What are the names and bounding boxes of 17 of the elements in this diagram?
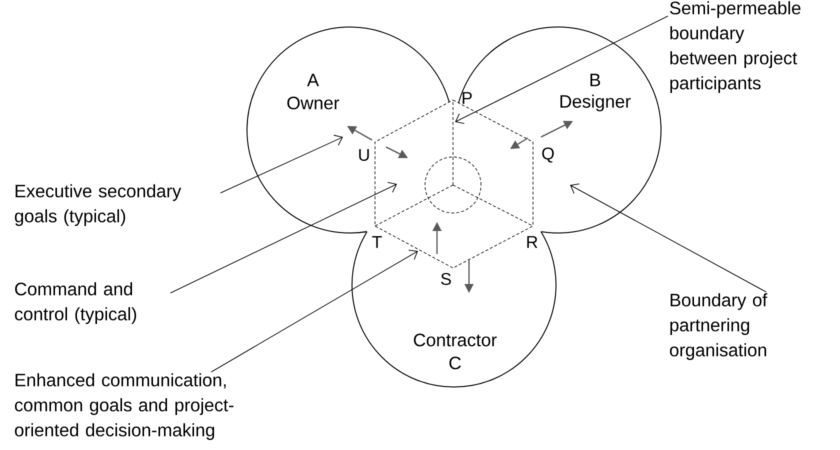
annotation-text: Boundary of partnering organisation (670, 293, 768, 360)
vertex-label: R (527, 236, 538, 248)
leader-line (220, 134, 343, 194)
dashed-circle (424, 156, 482, 214)
annotation-text: Executive secondary goals (typical) (14, 184, 182, 226)
leader-line (455, 16, 668, 124)
leader-line (170, 182, 397, 294)
annotation-text: Enhanced communication, common goals and project-oriented decision-making (14, 373, 234, 440)
annotation-text: Semi-permeable boundary between project participants (670, 1, 800, 93)
vertex-label: Q (542, 147, 554, 163)
vertex-label: S (441, 272, 451, 286)
leader-line (210, 250, 418, 372)
vertex-label: U (359, 149, 369, 161)
vertex-label: T (372, 236, 382, 248)
annotation-text: Command and control (typical) (14, 282, 136, 324)
vertex-label: P (462, 92, 472, 104)
leader-line (570, 183, 767, 292)
